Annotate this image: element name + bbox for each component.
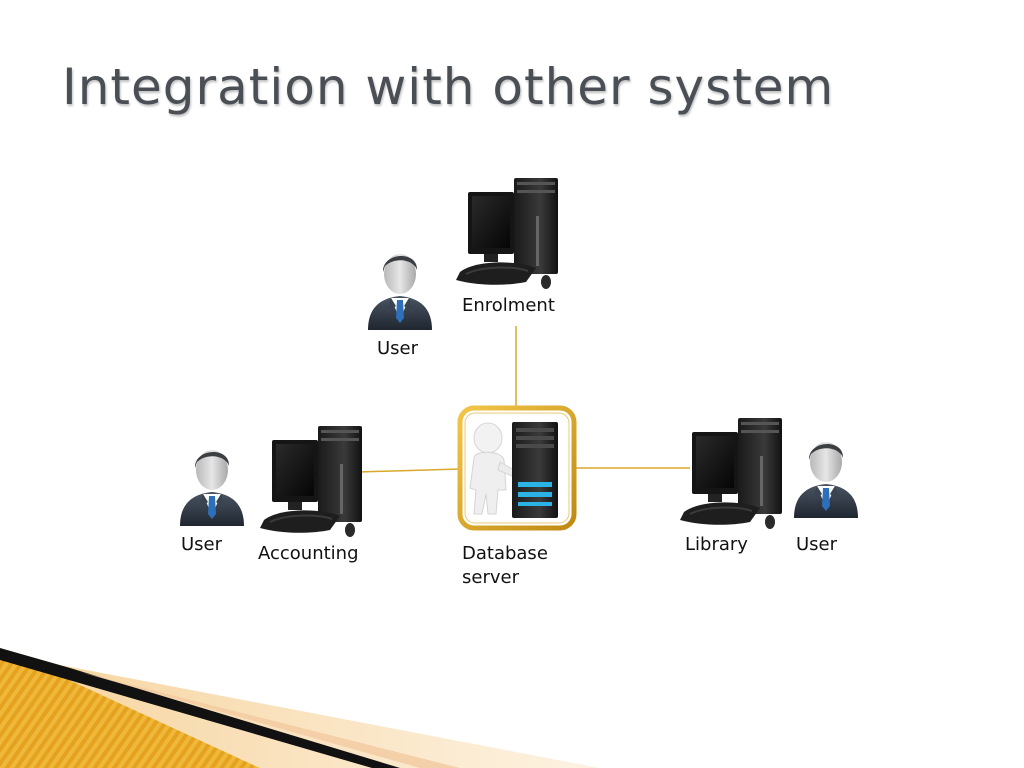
accounting-user-icon <box>180 450 244 526</box>
accounting-computer-icon <box>259 425 363 538</box>
database-server-label-line2: server <box>462 567 519 588</box>
slide-title: Integration with other system <box>62 58 835 116</box>
connection-accounting-database <box>357 468 461 473</box>
database-server-label-line1: Database <box>462 543 548 564</box>
database-server-icon <box>457 405 577 531</box>
decorative-bottom-band <box>0 648 600 768</box>
library-user-icon <box>794 442 858 518</box>
library-user-label: User <box>796 534 838 555</box>
library-label: Library <box>685 534 748 555</box>
library-computer-icon <box>679 417 783 530</box>
accounting-user-label: User <box>181 534 223 555</box>
enrolment-label: Enrolment <box>462 295 555 316</box>
accounting-label: Accounting <box>258 543 359 564</box>
enrolment-computer-icon <box>455 177 559 290</box>
enrolment-user-icon <box>368 254 432 330</box>
enrolment-user-label: User <box>377 338 419 359</box>
